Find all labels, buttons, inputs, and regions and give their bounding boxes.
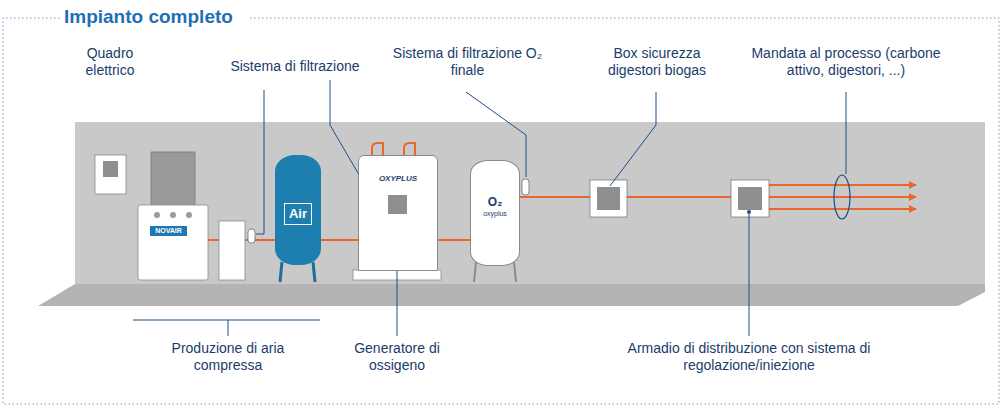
control-display [388,195,407,214]
pipe [321,239,358,241]
node-text: Air [284,203,312,225]
delivery-marker [834,175,850,219]
component-label: Sistema di filtrazione [210,58,380,75]
panel-display [103,161,118,177]
component-label: Quadro elettrico [70,45,150,79]
safety-box [590,180,627,217]
node-text: oxyplus [471,209,519,218]
air-tank: Air [275,155,321,265]
distribution-cabinet [731,180,769,217]
floor [38,284,985,306]
node-text: OXYPLUS [359,174,437,184]
pipe [438,239,470,241]
component-label: Box sicurezza digestori biogas [592,45,722,79]
title: Impianto completo [62,6,239,28]
frame [3,18,999,404]
component-label: Mandata al processo (carbone attivo, dig… [740,45,952,79]
brand-text: NOVAIR [150,226,187,236]
compressor [138,205,208,280]
component-label: Armadio di distribuzione con sistema di … [614,340,884,374]
node-text: O₂ [471,195,519,209]
filter-element [248,229,255,243]
leader-lines [133,80,846,336]
back-wall [75,122,985,284]
component-label: Sistema di filtrazione O₂ finale [385,45,550,79]
brand-plate [150,226,187,236]
oxygen-tank: O₂oxyplus [470,160,520,266]
filter-housing [219,221,245,280]
oxygen-generator: OXYPLUS [358,155,438,271]
final-filter [522,179,529,195]
component-label: Generatore di ossigeno [350,340,444,374]
compressor-hood [151,152,195,207]
group-label: Produzione di aria compressa [168,340,288,374]
electric-panel [95,155,126,194]
